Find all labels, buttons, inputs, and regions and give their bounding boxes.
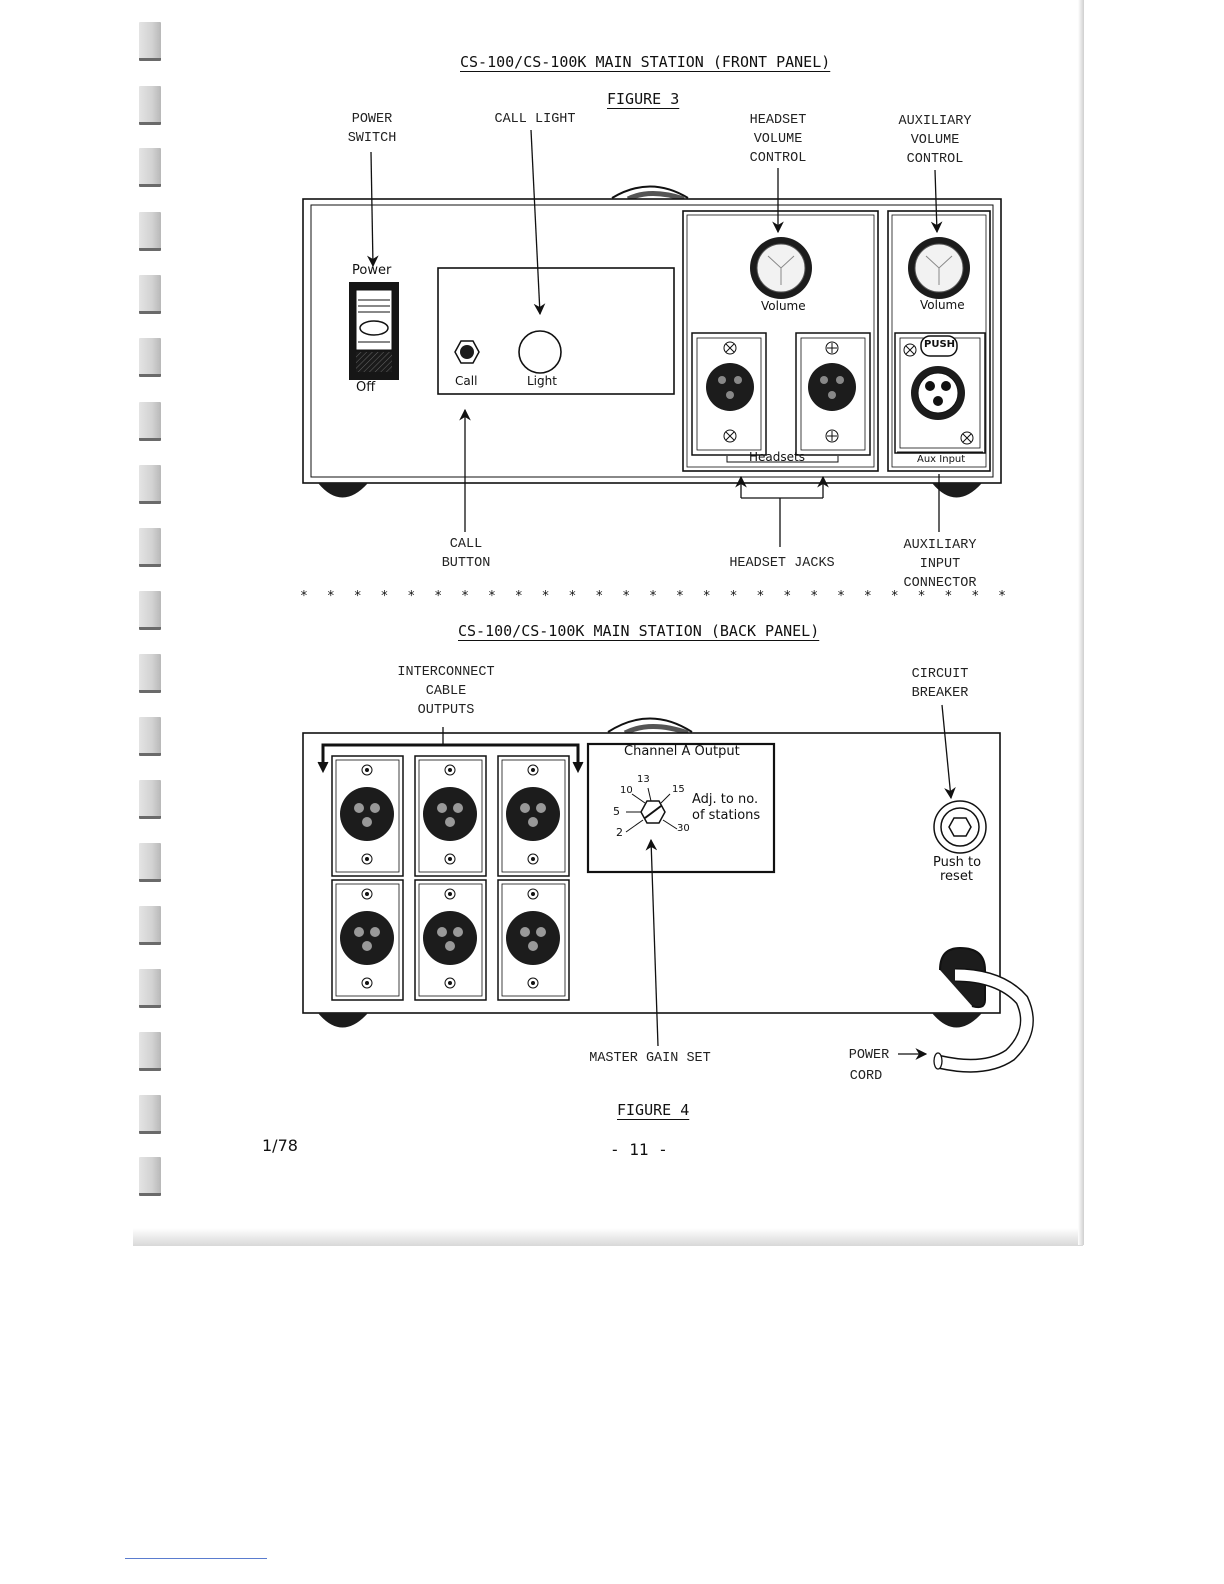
push-label: PUSH xyxy=(924,339,956,350)
binding-hole xyxy=(139,1032,161,1071)
aux-volume-label: Volume xyxy=(920,298,965,312)
bottom-rule xyxy=(125,1558,267,1559)
call-light-callout: CALL LIGHT xyxy=(494,112,576,127)
foot-left xyxy=(318,483,368,498)
power-cord-callout-1: POWER xyxy=(848,1048,890,1063)
binding-hole xyxy=(139,1157,161,1196)
binding-hole xyxy=(139,212,161,251)
binding-hole xyxy=(139,969,161,1008)
aux-input-callout: AUXILIARY INPUT CONNECTOR xyxy=(903,538,977,591)
output-jack-6 xyxy=(497,879,570,1001)
master-gain-callout: MASTER GAIN SET xyxy=(589,1051,711,1066)
reset-label: reset xyxy=(940,869,973,884)
aux-volume-arrow xyxy=(930,169,943,234)
front-chassis-inner xyxy=(310,204,994,478)
channel-output-box xyxy=(586,742,776,874)
binding-hole xyxy=(139,780,161,819)
push-to-label: Push to xyxy=(933,855,982,870)
circuit-breaker-arrow xyxy=(941,704,956,800)
dial-mark-2: 2 xyxy=(616,826,623,839)
back-foot-right xyxy=(932,1013,982,1028)
front-panel-title: CS-100/CS-100K MAIN STATION (FRONT PANEL… xyxy=(460,53,831,71)
headset-volume-label: Volume xyxy=(761,299,806,313)
adj-line-1: Adj. to no. xyxy=(692,792,759,807)
figure-3-label: FIGURE 3 xyxy=(607,90,680,108)
output-jack-4 xyxy=(331,879,404,1001)
headset-jacks-callout: HEADSET JACKS xyxy=(729,556,835,571)
dial-mark-15: 15 xyxy=(672,784,685,795)
binding-hole xyxy=(139,654,161,693)
back-handle xyxy=(607,717,693,733)
channel-output-label: Channel A Output xyxy=(624,744,740,759)
output-jack-3 xyxy=(497,755,570,877)
call-panel xyxy=(437,267,675,395)
output-jack-1 xyxy=(331,755,404,877)
foot-right xyxy=(932,483,982,498)
binding-hole xyxy=(139,528,161,567)
power-switch-arrow xyxy=(366,151,379,268)
aux-volume-callout: AUXILIARY VOLUME CONTROL xyxy=(898,114,972,167)
binding-hole xyxy=(139,22,161,61)
binding-hole xyxy=(139,148,161,187)
binding-hole xyxy=(139,591,161,630)
outputs-bracket xyxy=(321,743,580,770)
binding-hole xyxy=(139,1095,161,1134)
binding-hole xyxy=(139,717,161,756)
back-panel-title: CS-100/CS-100K MAIN STATION (BACK PANEL) xyxy=(458,622,820,640)
adj-line-2: of stations xyxy=(692,808,761,823)
dial-mark-13: 13 xyxy=(637,774,650,785)
section-separator: * * * * * * * * * * * * * * * * * * * * … xyxy=(300,589,1012,604)
binding-hole xyxy=(139,402,161,441)
dial-mark-5: 5 xyxy=(613,805,620,818)
power-switch-callout: POWER SWITCH xyxy=(347,112,397,146)
footer-page-number: - 11 - xyxy=(610,1140,668,1159)
back-foot-left xyxy=(318,1013,368,1028)
light-label: Light xyxy=(527,374,557,388)
power-cord-callout-2: CORD xyxy=(849,1069,883,1084)
carry-handle-shade xyxy=(626,191,685,202)
binding-hole xyxy=(139,86,161,125)
aux-input-label: Aux Input xyxy=(917,454,966,465)
binding-hole xyxy=(139,465,161,504)
figure-4-label: FIGURE 4 xyxy=(617,1101,690,1119)
off-label: Off xyxy=(356,380,376,395)
output-jack-5 xyxy=(414,879,487,1001)
power-label: Power xyxy=(352,263,392,278)
footer-date: 1/78 xyxy=(262,1136,298,1155)
binding-hole xyxy=(139,843,161,882)
call-light-lamp xyxy=(518,330,562,374)
binding-hole xyxy=(139,275,161,314)
headsets-label: Headsets xyxy=(749,450,805,464)
sheet-shadow xyxy=(133,1228,1083,1246)
output-jack-2 xyxy=(414,755,487,877)
sheet-edge xyxy=(1078,0,1084,1245)
call-label: Call xyxy=(455,374,478,388)
call-button-callout: CALL BUTTON xyxy=(441,537,491,571)
binding-hole xyxy=(139,338,161,377)
output-jacks xyxy=(331,755,570,1001)
binding-hole xyxy=(139,906,161,945)
dial-mark-10: 10 xyxy=(620,785,633,796)
carry-handle xyxy=(611,185,689,199)
headset-volume-callout: HEADSET VOLUME CONTROL xyxy=(749,113,807,166)
interconnect-callout: INTERCONNECT CABLE OUTPUTS xyxy=(397,665,495,718)
dial-mark-30: 30 xyxy=(677,823,690,834)
call-light-arrow xyxy=(530,129,546,316)
circuit-breaker-callout: CIRCUIT BREAKER xyxy=(911,667,969,701)
master-gain-arrow xyxy=(645,838,659,1047)
